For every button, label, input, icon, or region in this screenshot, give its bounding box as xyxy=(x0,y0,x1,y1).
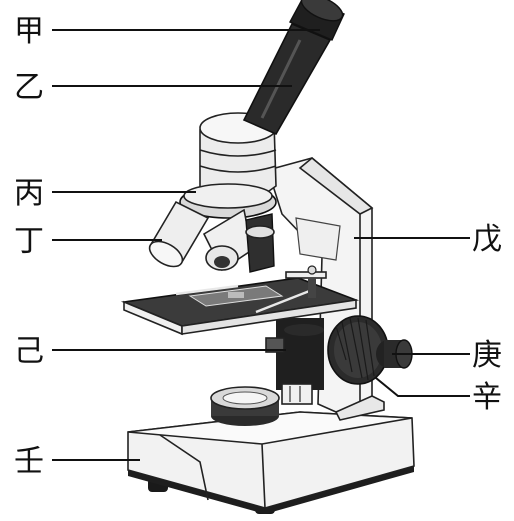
leader-fine-knob xyxy=(376,378,470,396)
label-arm: 戊 xyxy=(472,222,502,257)
label-base: 壬 xyxy=(14,444,44,479)
label-tube: 乙 xyxy=(14,70,44,105)
eyepiece-tube xyxy=(244,24,330,134)
label-diaphragm: 己 xyxy=(14,334,44,369)
microscope-base xyxy=(128,412,414,514)
label-coarse-knob: 庚 xyxy=(472,338,502,373)
light-source xyxy=(211,387,279,426)
label-objective: 丁 xyxy=(14,224,44,259)
label-nosepiece: 丙 xyxy=(14,176,44,211)
label-fine-knob: 辛 xyxy=(472,380,502,415)
label-eyepiece: 甲 xyxy=(14,14,44,49)
